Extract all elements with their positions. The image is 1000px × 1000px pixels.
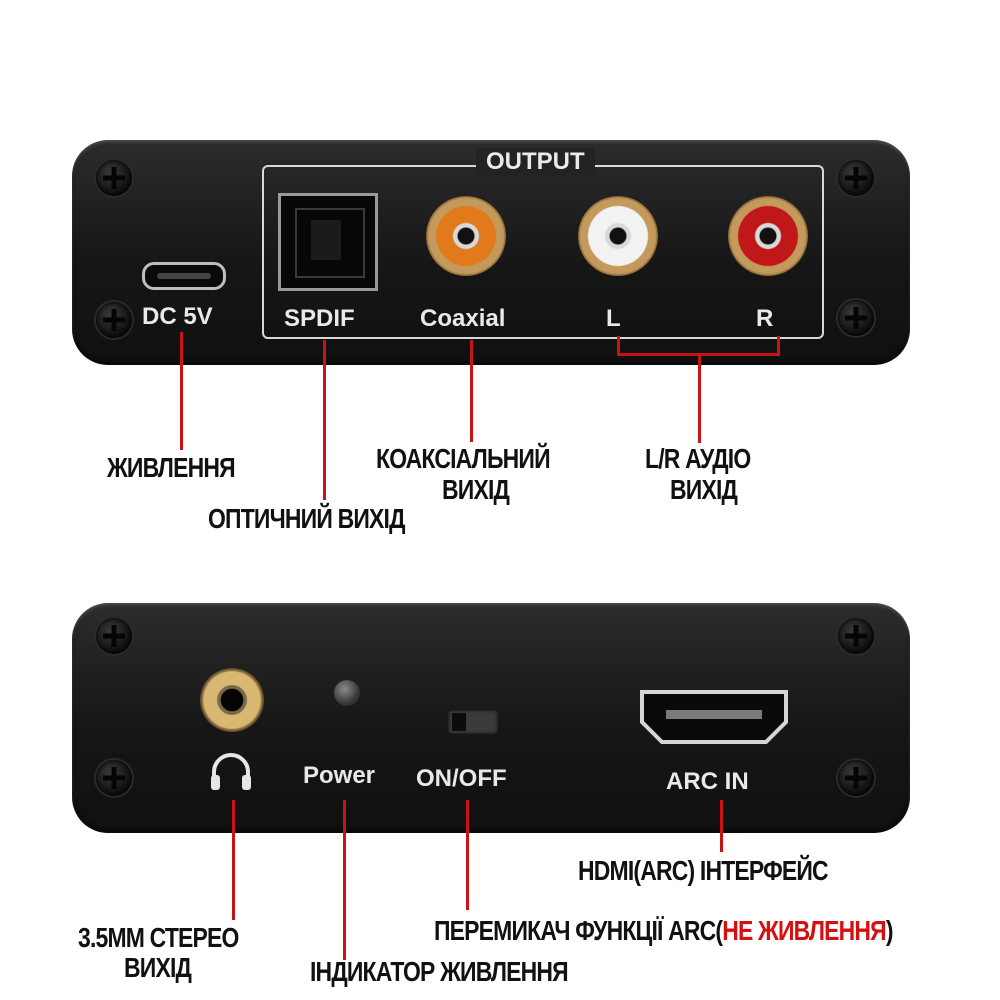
rca-left-jack-icon bbox=[578, 196, 658, 276]
hdmi-arc-caption: HDMI(ARC) ІНТЕРФЕЙС bbox=[578, 855, 829, 886]
lr-audio-caption-line2: ВИХІД bbox=[670, 474, 738, 505]
rca-coaxial-jack-icon bbox=[426, 196, 506, 276]
screw-icon bbox=[96, 618, 132, 654]
stereo-out-caption-line2: ВИХІД bbox=[124, 952, 192, 983]
power-indicator-caption: ІНДИКАТОР ЖИВЛЕННЯ bbox=[310, 956, 569, 987]
coaxial-label: Coaxial bbox=[420, 305, 506, 332]
lr-audio-caption-line1: L/R АУДІО bbox=[645, 443, 751, 474]
screw-icon bbox=[96, 760, 132, 796]
right-channel-label: R bbox=[756, 305, 774, 332]
callout-line bbox=[698, 353, 701, 443]
spdif-label: SPDIF bbox=[284, 305, 355, 332]
screw-icon bbox=[838, 160, 874, 196]
callout-line bbox=[470, 340, 473, 442]
power-supply-caption: ЖИВЛЕННЯ bbox=[107, 452, 236, 483]
stereo-jack-icon bbox=[200, 668, 264, 732]
callout-line bbox=[720, 800, 723, 852]
output-title: OUTPUT bbox=[476, 148, 595, 176]
onoff-label: ON/OFF bbox=[416, 765, 507, 792]
arc-switch-caption-suffix: ) bbox=[885, 915, 894, 946]
optical-port-icon bbox=[278, 193, 378, 291]
optical-out-caption: ОПТИЧНИЙ ВИХІД bbox=[208, 503, 405, 534]
arc-switch-caption-prefix: ПЕРЕМИКАЧ ФУНКЦІЇ ARC( bbox=[434, 915, 723, 946]
micro-usb-port-icon bbox=[142, 262, 226, 290]
callout-line bbox=[180, 332, 183, 450]
power-label: Power bbox=[303, 762, 376, 789]
screw-icon bbox=[96, 160, 132, 196]
left-channel-label: L bbox=[606, 305, 621, 332]
headphone-icon bbox=[211, 753, 251, 790]
callout-line bbox=[232, 800, 235, 920]
dc-5v-label: DC 5V bbox=[142, 303, 213, 330]
callout-line bbox=[466, 800, 469, 910]
coaxial-out-caption-line1: КОАКСІАЛЬНИЙ bbox=[376, 443, 551, 474]
stereo-out-caption-line1: 3.5ММ СТЕРЕО bbox=[78, 922, 239, 953]
callout-line bbox=[617, 336, 620, 356]
screw-icon bbox=[96, 302, 132, 338]
hdmi-port-icon bbox=[640, 690, 788, 744]
arc-switch-caption-highlight: НЕ ЖИВЛЕННЯ bbox=[722, 915, 886, 946]
coaxial-out-caption-line2: ВИХІД bbox=[442, 474, 510, 505]
callout-line bbox=[343, 800, 346, 960]
callout-line bbox=[323, 340, 326, 500]
power-led-icon bbox=[334, 680, 360, 706]
rca-right-jack-icon bbox=[728, 196, 808, 276]
arc-switch-caption: ПЕРЕМИКАЧ ФУНКЦІЇ ARC(НЕ ЖИВЛЕННЯ) bbox=[434, 915, 894, 947]
arc-in-label: ARC IN bbox=[666, 768, 749, 795]
callout-line bbox=[777, 336, 780, 356]
screw-icon bbox=[838, 618, 874, 654]
screw-icon bbox=[838, 300, 874, 336]
arc-switch[interactable] bbox=[448, 710, 498, 734]
screw-icon bbox=[838, 760, 874, 796]
